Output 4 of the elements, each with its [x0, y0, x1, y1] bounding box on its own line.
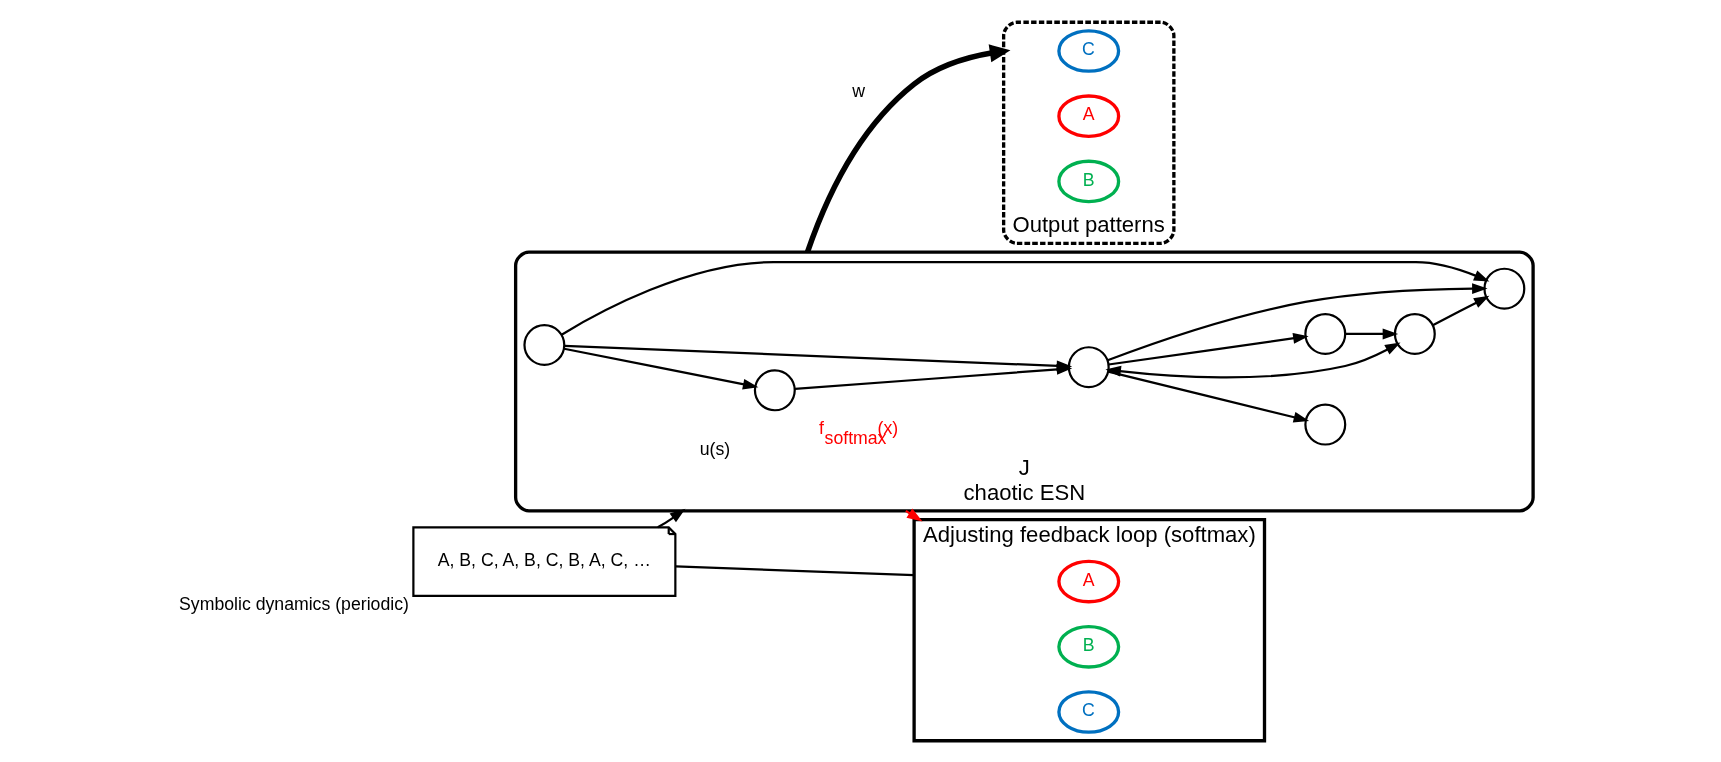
edge-label: u(s): [699, 438, 731, 459]
edge-label: w: [852, 80, 865, 101]
node-label: Adjusting feedback loop (softmax): [922, 521, 1256, 547]
node-label: Symbolic dynamics (periodic): [179, 593, 409, 614]
